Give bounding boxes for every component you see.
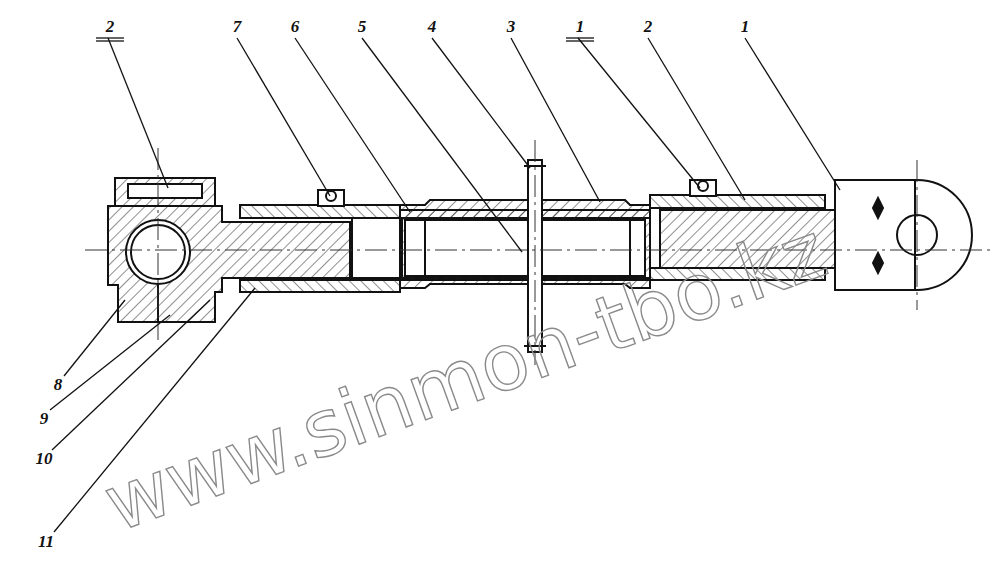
callout-number: 2 — [644, 18, 653, 35]
callout-number: 1 — [741, 18, 750, 35]
callout-number: 7 — [233, 18, 242, 35]
callout-number: 6 — [291, 18, 300, 35]
callout-number: 9 — [40, 410, 49, 427]
callout-number: 2 — [106, 18, 115, 35]
callout-number: 3 — [507, 18, 516, 35]
callout-number: 4 — [428, 18, 437, 35]
callout-number: 1 — [576, 18, 585, 35]
callout-number: 5 — [358, 18, 367, 35]
callout-number: 10 — [36, 450, 53, 467]
callout-number: 11 — [38, 533, 54, 550]
callout-number: 8 — [54, 376, 63, 393]
